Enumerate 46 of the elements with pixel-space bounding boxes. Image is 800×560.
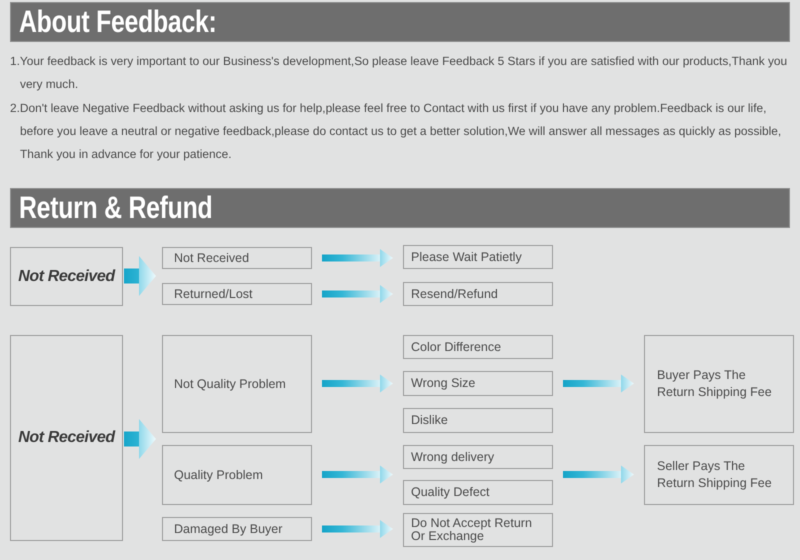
option-box bbox=[162, 445, 312, 505]
category-title: Not Received bbox=[18, 266, 115, 286]
option-label: Wrong Size bbox=[411, 376, 476, 391]
option-label: Resend/Refund bbox=[411, 286, 498, 302]
option-box bbox=[403, 371, 553, 396]
option-box bbox=[403, 513, 553, 547]
option-label: Seller Pays The Return Shipping Fee bbox=[657, 458, 773, 492]
section-heading: Return & Refund bbox=[19, 191, 212, 225]
option-box bbox=[403, 480, 553, 505]
option-label: Returned/Lost bbox=[174, 286, 253, 302]
arrow bbox=[563, 466, 634, 484]
option-label: Not Quality Problem bbox=[174, 376, 286, 392]
option-label: Please Wait Patietly bbox=[411, 250, 522, 264]
arrow bbox=[322, 466, 393, 484]
arrow bbox=[322, 285, 393, 303]
option-label: Quality Problem bbox=[174, 468, 263, 482]
option-box bbox=[162, 247, 312, 269]
option-label: Quality Defect bbox=[411, 485, 490, 500]
option-box bbox=[403, 408, 553, 433]
option-box bbox=[162, 517, 312, 541]
option-label: Damaged By Buyer bbox=[174, 522, 282, 536]
option-box bbox=[403, 445, 553, 469]
option-box bbox=[162, 335, 312, 433]
option-label: Wrong delivery bbox=[411, 450, 494, 464]
category-title: Not Received bbox=[18, 428, 115, 448]
note-paragraph: 1.Your feedback is very important to our Business's development,So please leave Feedback 5 Stars if you are satisfied with our products,Thank you very much. bbox=[10, 53, 788, 93]
category-box bbox=[10, 247, 123, 306]
section-heading: About Feedback: bbox=[19, 5, 217, 39]
option-box bbox=[644, 335, 794, 433]
option-box bbox=[644, 445, 794, 505]
option-box bbox=[403, 245, 553, 269]
option-label: Not Received bbox=[174, 250, 250, 266]
option-label: Buyer Pays The Return Shipping Fee bbox=[657, 367, 773, 401]
option-label: Do Not Accept Return Or Exchange bbox=[411, 517, 533, 543]
option-box bbox=[403, 335, 553, 359]
arrow bbox=[563, 374, 634, 392]
arrow bbox=[322, 520, 393, 538]
category-box bbox=[10, 335, 123, 541]
note-paragraph: 2.Don't leave Negative Feedback without asking us for help,please feel free to Contact with us first if you have any problem.Feedback is our life, before you leave a neutral or negative feedback,please do contact us to get a better solution,We will answer all messages as quickly as possible, Thank you in advance for your patience. bbox=[10, 100, 782, 162]
option-label: Color Difference bbox=[411, 340, 502, 354]
option-box bbox=[403, 282, 553, 306]
arrow bbox=[322, 374, 393, 392]
arrow bbox=[124, 419, 156, 459]
arrow bbox=[322, 249, 393, 267]
option-box bbox=[162, 283, 312, 305]
option-label: Dislike bbox=[411, 413, 448, 428]
